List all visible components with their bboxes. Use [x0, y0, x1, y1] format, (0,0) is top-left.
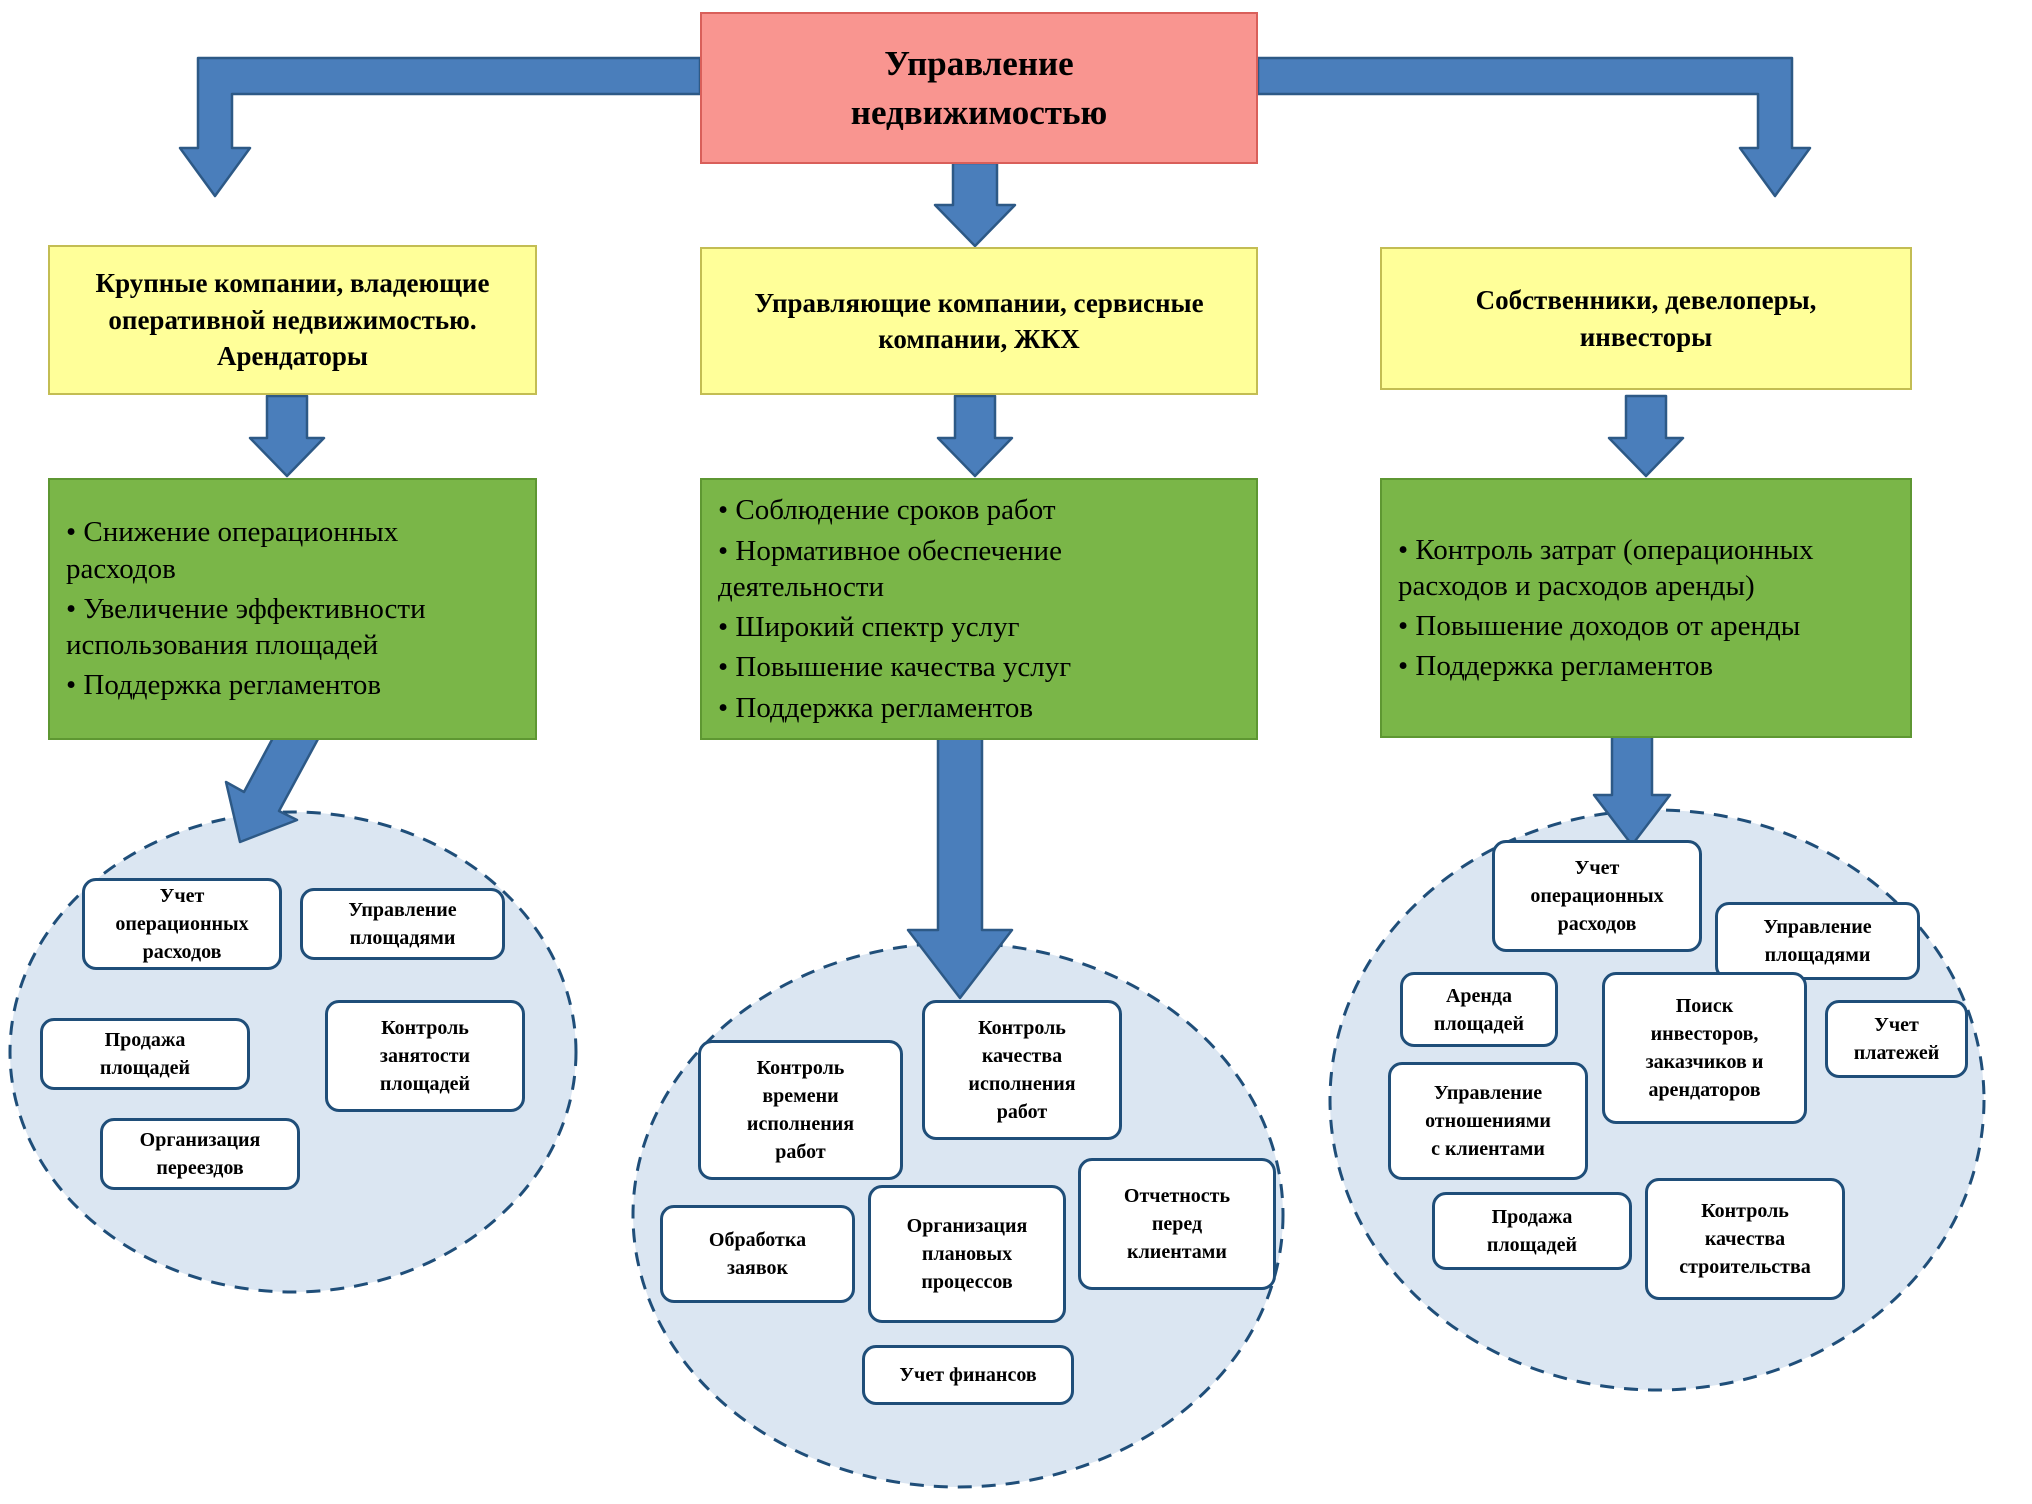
arrow-goal-to-pool-middle — [906, 726, 1014, 1000]
function-box: Аренда площадей — [1400, 972, 1558, 1047]
goal-node-right: • Контроль затрат (операционных расходов… — [1380, 478, 1912, 738]
function-box: Контроль времени исполнения работ — [698, 1040, 903, 1180]
goal-item: • Широкий спектр услуг — [718, 611, 1020, 643]
function-box: Контроль качества строительства — [1645, 1178, 1845, 1300]
function-box: Организация переездов — [100, 1118, 300, 1190]
function-box: Отчетность перед клиентами — [1078, 1158, 1276, 1290]
function-box: Учет операционных расходов — [1492, 840, 1702, 952]
function-box: Поиск инвесторов, заказчиков и арендатор… — [1602, 972, 1807, 1124]
function-box: Управление площадями — [300, 888, 505, 960]
goal-item: • Повышение качества услуг — [718, 651, 1072, 684]
goal-item: • Соблюдение сроков работ — [718, 494, 1056, 527]
audience-node-middle: Управляющие компании, сервисные компании… — [700, 247, 1258, 395]
function-box: Продажа площадей — [1432, 1192, 1632, 1270]
goal-node-middle: • Соблюдение сроков работ • Нормативное … — [700, 478, 1258, 740]
arrow-audience-to-goal-right — [1607, 394, 1685, 478]
goal-item: • Поддержка регламентов — [718, 691, 1034, 724]
function-box: Контроль занятости площадей — [325, 1000, 525, 1112]
arrow-root-to-left-audience — [178, 56, 702, 198]
function-box: Управление отношениями с клиентами — [1388, 1062, 1588, 1180]
goal-item: • Нормативное обеспечение деятельности — [718, 534, 1062, 603]
audience-node-right: Собственники, девелоперы, инвесторы — [1380, 247, 1912, 390]
goal-item: • Снижение операционных расходов — [66, 516, 399, 585]
goal-item: • Поддержка регламентов — [1398, 650, 1714, 683]
arrow-goal-to-pool-right — [1592, 726, 1672, 847]
arrow-root-to-middle-audience — [933, 161, 1017, 248]
function-box: Управление площадями — [1715, 902, 1920, 980]
goal-item: • Увеличение эффективности использования… — [66, 592, 426, 662]
arrow-root-to-right-audience — [1256, 56, 1812, 198]
audience-node-left: Крупные компании, владеющие оперативной … — [48, 245, 537, 395]
goal-item: • Поддержка регламентов — [66, 669, 382, 702]
function-box: Учет платежей — [1825, 1000, 1968, 1078]
arrow-audience-to-goal-middle — [936, 394, 1014, 478]
function-box: Учет операционных расходов — [82, 878, 282, 970]
arrow-audience-to-goal-left — [248, 394, 326, 478]
goal-item: • Повышение доходов от аренды — [1398, 610, 1801, 642]
arrow-goal-to-pool-left — [224, 719, 320, 844]
function-box: Контроль качества исполнения работ — [922, 1000, 1122, 1140]
function-box: Организация плановых процессов — [868, 1185, 1066, 1323]
root-node: Управление недвижимостью — [700, 12, 1258, 164]
function-box: Продажа площадей — [40, 1018, 250, 1090]
goal-item: • Контроль затрат (операционных расходов… — [1398, 533, 1814, 602]
function-box: Учет финансов — [862, 1345, 1074, 1405]
function-box: Обработка заявок — [660, 1205, 855, 1303]
goal-node-left: • Снижение операционных расходов • Увели… — [48, 478, 537, 740]
